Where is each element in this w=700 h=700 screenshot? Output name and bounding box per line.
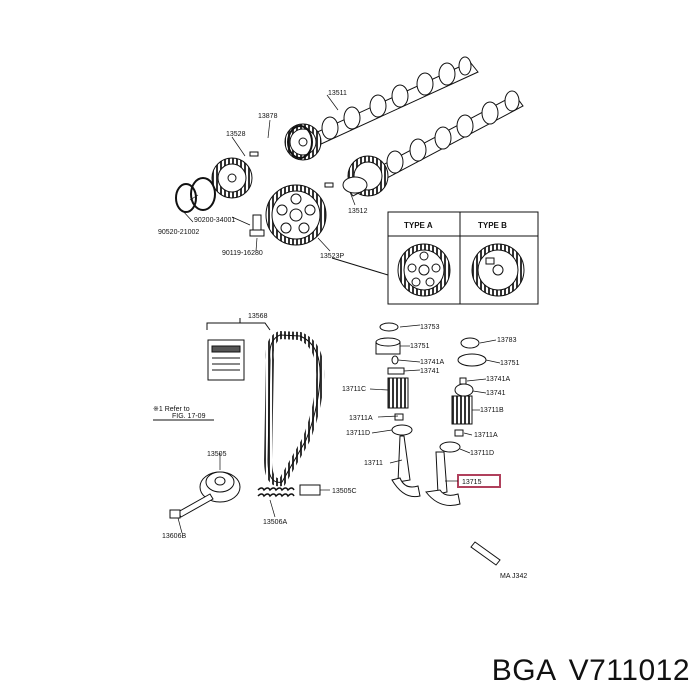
label-footer-code: MA J342	[500, 573, 527, 580]
label-13505c: 13505C	[332, 488, 357, 495]
label-refer-2: FIG. 17-09	[172, 413, 206, 420]
label-13606b: 13606B	[162, 533, 186, 540]
label-13523p: 13523P	[320, 253, 344, 260]
brand-name: BGA	[491, 654, 557, 687]
part-number: V711012	[568, 654, 690, 687]
part-labels: 13511 13878 13528 90200-34001 90520-2100…	[153, 90, 527, 580]
camshaft-lower	[344, 90, 524, 197]
label-13505: 13505	[207, 451, 227, 458]
label-13568: 13568	[248, 313, 268, 320]
label-13511: 13511	[328, 90, 347, 97]
camshaft-timing-pulley	[265, 184, 327, 246]
label-13512: 13512	[348, 208, 368, 215]
label-13711d-left: 13711D	[346, 430, 370, 437]
label-13741a-left: 13741A	[420, 359, 444, 366]
leader-lines	[177, 94, 501, 534]
label-90520: 90520-21002	[158, 229, 199, 236]
label-13528: 13528	[226, 131, 246, 138]
sub-gear	[211, 157, 253, 199]
label-90119: 90119-16280	[222, 250, 263, 257]
bolt-13606	[169, 493, 214, 519]
pushrod-13505c	[299, 484, 321, 496]
pulley-type-box	[387, 211, 539, 305]
label-type-b: TYPE B	[478, 221, 507, 230]
label-13751-right: 13751	[500, 360, 520, 367]
notice-card	[207, 339, 245, 381]
pin	[249, 151, 334, 188]
label-90200: 90200-34001	[194, 217, 235, 224]
valve-stack-right	[425, 337, 487, 506]
label-13741a-right: 13741A	[486, 376, 510, 383]
wave-washer	[175, 177, 216, 213]
label-refer-1: ※1 Refer to	[153, 406, 190, 413]
label-13711c: 13711C	[342, 386, 366, 393]
label-13711d-right: 13711D	[470, 450, 494, 457]
label-13751-left: 13751	[410, 343, 430, 350]
cam-gear-small	[284, 123, 322, 161]
label-13711: 13711	[364, 460, 383, 467]
label-13506a: 13506A	[263, 519, 287, 526]
label-13711a-left: 13711A	[349, 415, 373, 422]
label-13711b: 13711B	[480, 407, 504, 414]
label-13711a-right: 13711A	[474, 432, 498, 439]
label-13783: 13783	[497, 337, 517, 344]
label-13715: 13715	[462, 479, 482, 486]
label-type-a: TYPE A	[404, 221, 433, 230]
bolt-90119	[249, 214, 265, 237]
tension-spring	[257, 487, 295, 498]
timing-belt	[263, 330, 325, 487]
camshaft-upper	[299, 56, 479, 151]
label-13878: 13878	[258, 113, 278, 120]
spark-plug-tube	[470, 541, 501, 566]
label-13741-left: 13741	[420, 368, 440, 375]
snap-ring-upper	[287, 125, 313, 159]
product-caption: BGA V711012	[480, 654, 690, 688]
label-13753: 13753	[420, 324, 440, 331]
label-13741-right: 13741	[486, 390, 506, 397]
belt-bracket	[206, 318, 271, 331]
cam-gear-lower	[342, 155, 389, 197]
valve-stack-left	[375, 322, 421, 498]
